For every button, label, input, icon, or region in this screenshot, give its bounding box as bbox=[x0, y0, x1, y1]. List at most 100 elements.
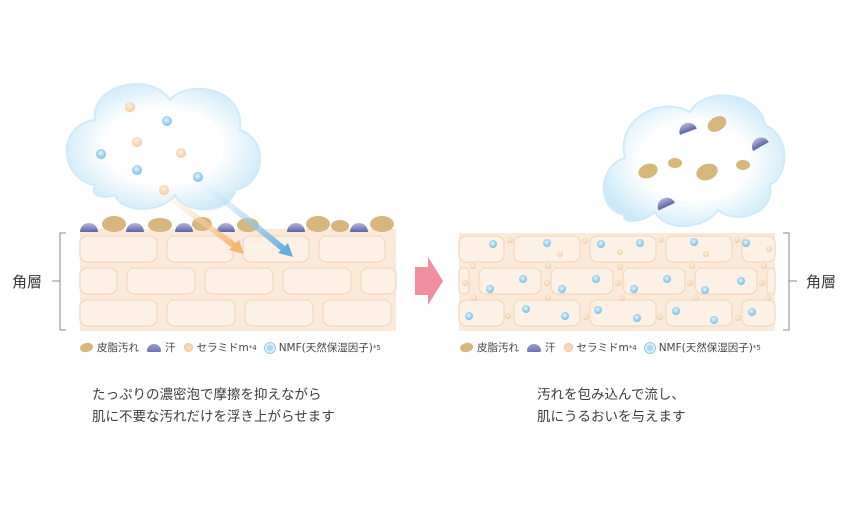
ceramide-particle bbox=[617, 264, 623, 270]
nmf-particle bbox=[132, 165, 142, 175]
ceramide-particle bbox=[759, 280, 765, 286]
ceramide-particle bbox=[545, 263, 551, 269]
legend-item-dirt: 皮脂汚れ bbox=[459, 340, 519, 355]
ceramide-particle bbox=[507, 237, 513, 243]
sebum-particle bbox=[707, 116, 727, 132]
ceramide-particle bbox=[132, 137, 142, 147]
ceramide-particle bbox=[617, 249, 623, 255]
right-foam-cloud bbox=[602, 94, 786, 227]
left-caption-line-1: たっぷりの濃密泡で摩擦を抑えながら bbox=[92, 387, 322, 403]
ceramide-particle bbox=[657, 314, 663, 320]
nmf-particle bbox=[737, 277, 745, 285]
sebum-particle bbox=[638, 163, 658, 179]
ceramide-particle bbox=[689, 263, 695, 269]
right-caption: 汚れを包み込んで流し、 肌にうるおいを与えます bbox=[537, 384, 686, 428]
nmf-icon bbox=[644, 342, 655, 353]
nmf-particle bbox=[710, 316, 718, 324]
sweat-particle bbox=[126, 223, 144, 232]
stratum-corneum-label-left: 角層 bbox=[12, 273, 43, 291]
nmf-particle bbox=[543, 239, 551, 247]
sweat-particle bbox=[350, 223, 368, 232]
nmf-particle bbox=[558, 285, 566, 293]
ceramide-particle bbox=[615, 280, 621, 286]
sweat-particle bbox=[657, 197, 675, 211]
sebum-particle bbox=[370, 216, 394, 232]
legend-right: 皮脂汚れ 汗 セラミドm*4 NMF(天然保湿因子)*5 bbox=[459, 340, 769, 355]
nmf-particle bbox=[663, 275, 671, 283]
sweat-particle bbox=[175, 223, 193, 232]
ceramide-particle bbox=[619, 295, 625, 301]
ceramide-particle bbox=[693, 295, 699, 301]
ceramide-particle bbox=[125, 102, 135, 112]
nmf-particle bbox=[701, 286, 709, 294]
ceramide-icon bbox=[563, 343, 573, 352]
ceramide-particle bbox=[582, 238, 588, 244]
sweat-icon bbox=[527, 343, 541, 352]
nmf-particle bbox=[486, 285, 494, 293]
sebum-particle bbox=[668, 158, 682, 168]
right-bracket bbox=[783, 232, 797, 331]
nmf-particle bbox=[465, 312, 473, 320]
sebum-particle bbox=[696, 163, 718, 181]
nmf-particle bbox=[594, 306, 602, 314]
sweat-icon bbox=[147, 343, 161, 352]
sweat-particle bbox=[217, 223, 235, 232]
ceramide-particle bbox=[159, 185, 169, 195]
left-caption: たっぷりの濃密泡で摩擦を抑えながら 肌に不要な汚れだけを浮き上がらせます bbox=[92, 384, 335, 428]
right-caption-line-1: 汚れを包み込んで流し、 bbox=[537, 387, 685, 403]
legend-left: 皮脂汚れ 汗 セラミドm*4 NMF(天然保湿因子)*5 bbox=[79, 340, 389, 355]
legend-item-nmf: NMF(天然保湿因子)*5 bbox=[644, 340, 761, 355]
left-caption-line-2: 肌に不要な汚れだけを浮き上がらせます bbox=[92, 409, 335, 425]
sebum-particle bbox=[148, 218, 172, 232]
nmf-particle bbox=[519, 275, 527, 283]
transition-arrow bbox=[415, 257, 443, 305]
legend-item-sweat: 汗 bbox=[527, 340, 556, 355]
left-foam-cloud bbox=[65, 83, 262, 211]
sweat-particle bbox=[287, 223, 305, 232]
penetration-arrows bbox=[165, 181, 293, 257]
legend-item-ceramide: セラミドm*4 bbox=[563, 340, 637, 355]
nmf-particle bbox=[748, 308, 756, 316]
ceramide-particle bbox=[761, 263, 767, 269]
legend-item-dirt: 皮脂汚れ bbox=[79, 340, 139, 355]
stratum-corneum-label-right: 角層 bbox=[806, 273, 837, 291]
sweat-particle bbox=[679, 122, 697, 135]
ceramide-particle bbox=[735, 315, 741, 321]
ceramide-icon bbox=[183, 343, 193, 352]
ceramide-particle bbox=[470, 263, 476, 269]
nmf-particle bbox=[672, 307, 680, 315]
right-caption-line-2: 肌にうるおいを与えます bbox=[537, 409, 686, 425]
sebum-dirt-icon bbox=[459, 341, 474, 354]
ceramide-particle bbox=[471, 295, 477, 301]
nmf-particle bbox=[522, 305, 530, 313]
nmf-particle bbox=[597, 240, 605, 248]
ceramide-particle bbox=[687, 280, 693, 286]
nmf-particle bbox=[592, 275, 600, 283]
sebum-particle bbox=[102, 216, 126, 232]
sweat-particle bbox=[751, 137, 769, 151]
sebum-dirt-icon bbox=[79, 341, 94, 354]
nmf-particle bbox=[630, 285, 638, 293]
sebum-particle bbox=[306, 216, 330, 232]
nmf-particle bbox=[162, 116, 172, 126]
sebum-particle bbox=[736, 160, 750, 170]
ceramide-particle bbox=[734, 237, 740, 243]
sweat-particle bbox=[80, 223, 98, 232]
nmf-particle bbox=[489, 240, 497, 248]
right-skin-layer bbox=[458, 233, 776, 331]
nmf-particle bbox=[636, 239, 644, 247]
nmf-particle bbox=[690, 238, 698, 246]
ceramide-particle bbox=[545, 295, 551, 301]
ceramide-particle bbox=[505, 313, 511, 319]
nmf-icon bbox=[264, 342, 275, 353]
nmf-particle bbox=[96, 149, 106, 159]
ceramide-particle bbox=[765, 295, 771, 301]
ceramide-particle bbox=[583, 314, 589, 320]
ceramide-particle bbox=[766, 246, 772, 252]
ceramide-particle bbox=[176, 148, 186, 158]
nmf-particle bbox=[742, 239, 750, 247]
legend-item-nmf: NMF(天然保湿因子)*5 bbox=[264, 340, 381, 355]
ceramide-particle bbox=[462, 280, 468, 286]
ceramide-particle bbox=[658, 237, 664, 243]
